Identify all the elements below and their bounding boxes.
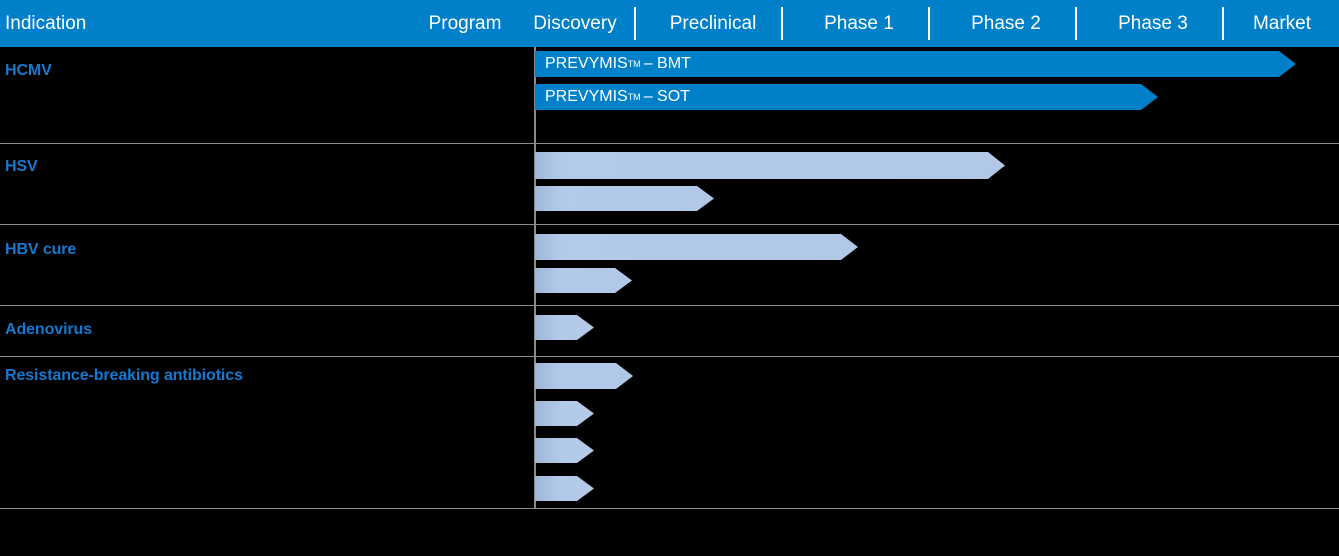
header-separator-2	[781, 7, 783, 40]
bar-hbv-1[interactable]	[535, 234, 858, 260]
bar-shape	[535, 476, 594, 501]
header-separator-3	[928, 7, 930, 40]
header-preclinical: Preclinical	[669, 13, 757, 34]
bar-adenovirus-1[interactable]	[535, 315, 594, 340]
row-label-hbv-cure: HBV cure	[5, 241, 77, 258]
row-label-adenovirus: Adenovirus	[5, 321, 93, 338]
bar-prevymis-sot[interactable]: PREVYMISTM– SOT	[535, 84, 1158, 110]
header-indication: Indication	[5, 13, 87, 34]
row-separator-hsv	[0, 224, 1339, 225]
header-separator-1	[634, 7, 636, 40]
bar-antibiotics-4[interactable]	[535, 476, 594, 501]
bar-shape	[535, 234, 858, 260]
header-phase-3: Phase 3	[1118, 13, 1188, 34]
header-phase-1: Phase 1	[824, 13, 894, 34]
bar-antibiotics-1[interactable]	[535, 363, 633, 389]
header-phase-2: Phase 2	[971, 13, 1041, 34]
header-separator-5	[1222, 7, 1224, 40]
row-label-hsv: HSV	[5, 158, 38, 175]
header-program: Program	[428, 13, 502, 34]
bar-antibiotics-3[interactable]	[535, 438, 594, 463]
bar-shape	[535, 315, 594, 340]
bar-shape	[535, 84, 1158, 110]
bar-shape	[535, 268, 632, 293]
bar-shape	[535, 401, 594, 426]
bar-hbv-2[interactable]	[535, 268, 632, 293]
row-separator-adenovirus	[0, 356, 1339, 357]
header-market: Market	[1252, 13, 1312, 34]
bar-shape	[535, 363, 633, 389]
header-separator-4	[1075, 7, 1077, 40]
bar-hsv-1[interactable]	[535, 152, 1005, 179]
bar-antibiotics-2[interactable]	[535, 401, 594, 426]
bar-shape	[535, 51, 1296, 77]
row-separator-hbv	[0, 305, 1339, 306]
pipeline-header-band: Indication Program Discovery Preclinical…	[0, 0, 1339, 47]
bar-prevymis-bmt[interactable]: PREVYMISTM– BMT	[535, 51, 1296, 77]
row-separator-bottom	[0, 508, 1339, 509]
bar-shape	[535, 152, 1005, 179]
bar-hsv-2[interactable]	[535, 186, 714, 211]
header-discovery: Discovery	[533, 13, 617, 34]
bar-shape	[535, 438, 594, 463]
bar-shape	[535, 186, 714, 211]
row-label-resistance-breaking-antibiotics: Resistance-breaking antibiotics	[5, 367, 243, 384]
row-label-hcmv: HCMV	[5, 62, 52, 79]
row-separator-hcmv	[0, 143, 1339, 144]
